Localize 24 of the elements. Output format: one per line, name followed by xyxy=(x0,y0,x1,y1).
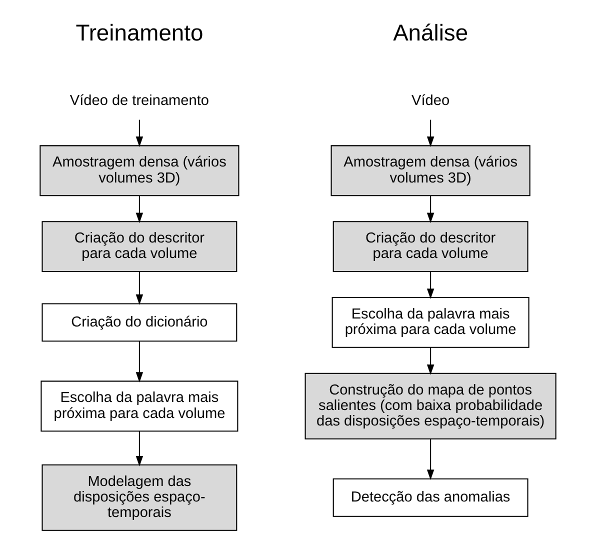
arrow xyxy=(426,120,434,147)
node-box: Construção do mapa de pontos salientes (com baixa probabilidade das disposições espaço-temporais) xyxy=(304,372,556,440)
node-box: Amostragem densa (vários volumes 3D) xyxy=(39,145,239,196)
node-box: Escolha da palavra mais próxima para cada volume xyxy=(40,380,238,432)
label: Análise xyxy=(392,19,468,46)
arrow xyxy=(426,438,434,480)
arrow xyxy=(135,341,143,382)
arrow xyxy=(426,196,434,224)
arrow xyxy=(135,272,143,305)
label: Treinamento xyxy=(75,19,203,46)
node-box: Criação do dicionário xyxy=(41,303,237,342)
node-box: Criação do descritor para cada volume xyxy=(332,221,528,272)
node-text: Vídeo de treinamento xyxy=(69,92,209,109)
arrow xyxy=(135,431,143,466)
arrow xyxy=(135,196,143,224)
arrow xyxy=(135,120,143,147)
node-box: Escolha da palavra mais próxima para cada volume xyxy=(331,296,529,348)
arrow xyxy=(426,348,434,375)
node-box: Criação do descritor para cada volume xyxy=(41,221,237,272)
node-box: Detecção das anomalias xyxy=(332,478,528,517)
arrow xyxy=(426,272,434,299)
node-box: Modelagem das disposições espaço-temporais xyxy=(41,464,237,531)
node-text: Vídeo xyxy=(411,92,450,109)
node-box: Amostragem densa (vários volumes 3D) xyxy=(330,145,530,196)
